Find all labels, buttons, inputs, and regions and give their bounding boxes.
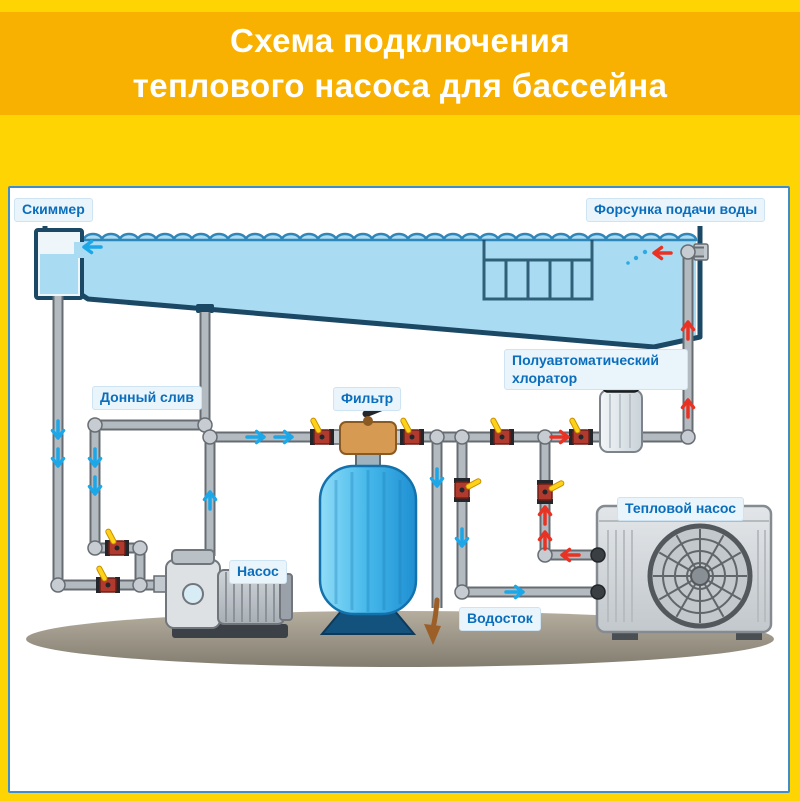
title-line-1: Схема подключения	[230, 21, 570, 59]
pool	[34, 226, 709, 350]
label-drain: Водосток	[459, 607, 541, 631]
bottom-drain-fitting	[196, 304, 214, 313]
label-bottom-drain: Донный слив	[92, 386, 202, 410]
heat-pump-port-cold	[590, 584, 606, 600]
valve-icon	[104, 527, 130, 557]
label-pump: Насос	[229, 560, 287, 584]
fan-icon	[647, 523, 753, 629]
label-skimmer: Скиммер	[14, 198, 93, 222]
title-banner: Схема подключения теплового насоса для б…	[0, 12, 800, 115]
heat-pump-port-warm	[590, 547, 606, 563]
pool-water	[48, 240, 696, 345]
valve-icon	[399, 416, 425, 446]
skimmer-box	[34, 228, 88, 300]
valve-icon	[489, 416, 515, 446]
valve-icon	[309, 416, 335, 446]
bubbles	[626, 249, 648, 265]
valve-icon	[95, 564, 121, 594]
pipe-joints	[50, 244, 696, 600]
valve-icon	[536, 479, 566, 505]
water-wave	[46, 232, 698, 242]
drain-arrow-icon	[424, 597, 441, 645]
label-heat-pump: Тепловой насос	[617, 497, 745, 521]
valve-icon	[568, 416, 594, 446]
label-filter: Фильтр	[333, 387, 402, 411]
label-nozzle: Форсунка подачи воды	[586, 198, 766, 222]
label-chlorinator: Полуавтоматический хлоратор	[504, 349, 688, 390]
pump-graphic	[153, 549, 293, 638]
valve-icon	[453, 477, 483, 503]
heat-pump-graphic	[590, 504, 773, 640]
title-line-2: теплового насоса для бассейна	[132, 66, 668, 104]
pool-steps	[482, 240, 594, 301]
filter-graphic	[318, 400, 418, 635]
